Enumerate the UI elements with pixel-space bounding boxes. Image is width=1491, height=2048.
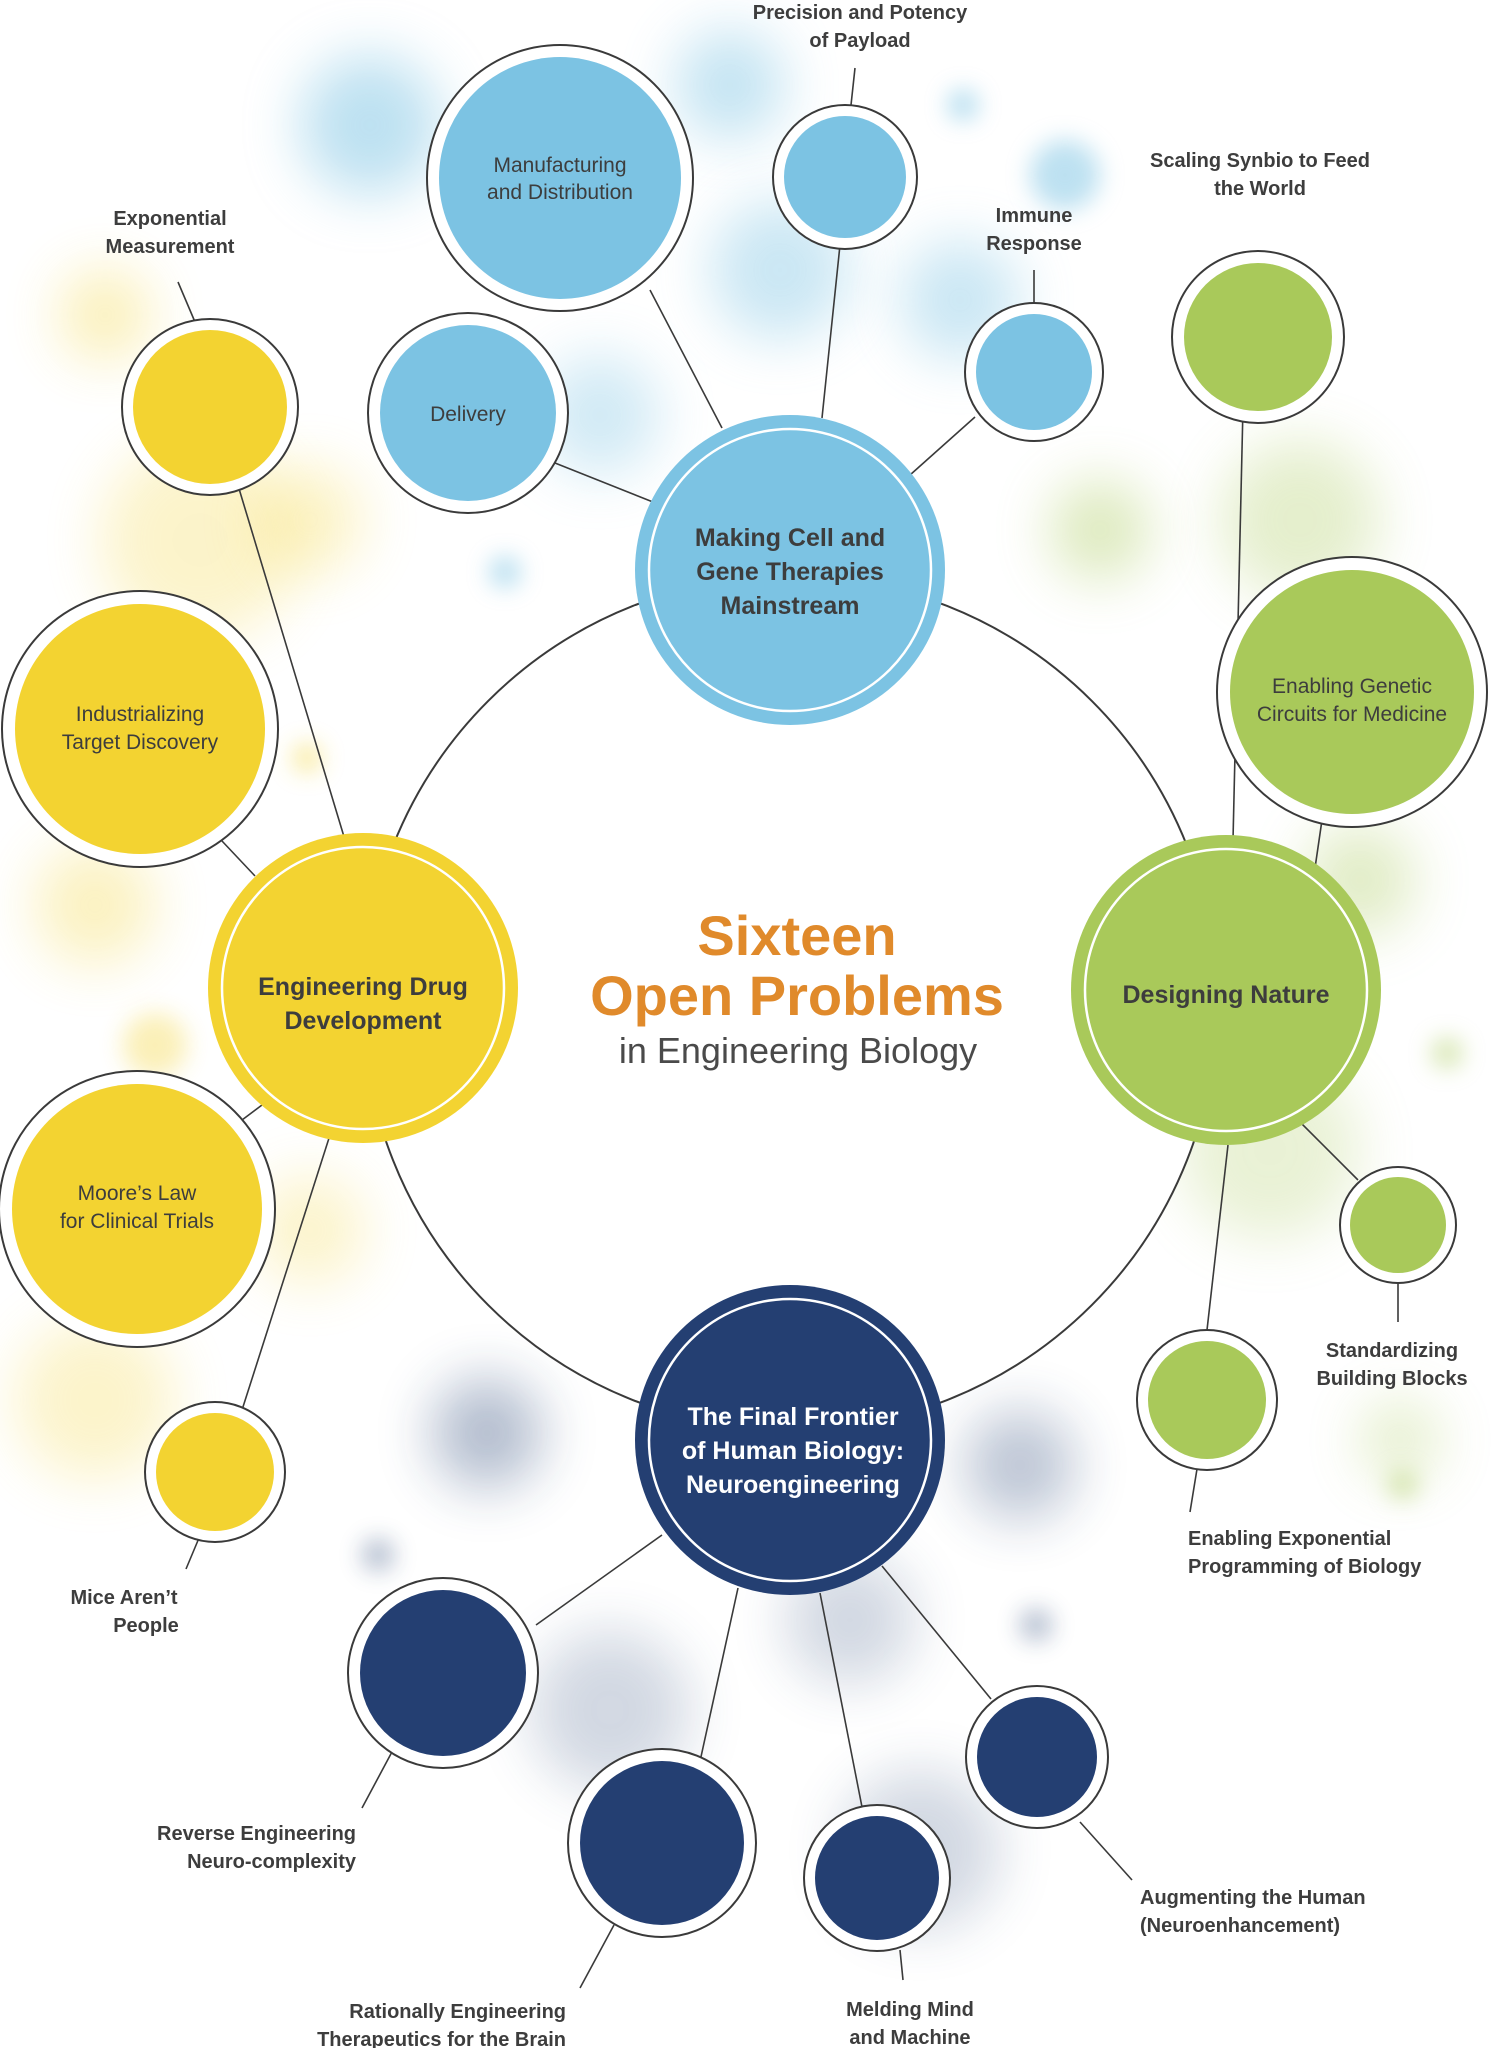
leaf-text: Manufacturing	[493, 154, 626, 177]
leaf-augmenting[interactable]	[965, 1685, 1109, 1829]
leaf-text: Enabling Genetic	[1272, 675, 1432, 698]
leaf-text: Industrializing	[76, 703, 204, 726]
hub-text: Gene Therapies	[696, 558, 884, 586]
leaf-exponential-measurement[interactable]	[121, 318, 299, 496]
leaf-text: Delivery	[430, 403, 506, 426]
label-augmenting: Augmenting the Human(Neuroenhancement)	[1140, 1887, 1366, 1937]
background-blobs	[15, 30, 1462, 1930]
hub-neuro[interactable]: The Final Frontier of Human Biology: Neuro…	[635, 1285, 945, 1595]
hub-text: Mainstream	[721, 592, 860, 620]
leaf-mice[interactable]	[144, 1401, 286, 1543]
title-line3: in Engineering Biology	[619, 1030, 977, 1071]
title-line2: Open Problems	[590, 964, 1004, 1027]
center-title: Sixteen Open Problems in Engineering Bio…	[590, 904, 1004, 1071]
leaf-exponential-programming[interactable]	[1136, 1329, 1278, 1471]
hub-text: Development	[285, 1007, 443, 1035]
title-line1: Sixteen	[697, 904, 896, 967]
leaf-moores-law[interactable]: Moore’s Law for Clinical Trials	[0, 1070, 276, 1348]
leaf-melding[interactable]	[803, 1804, 951, 1952]
leaf-scaling[interactable]	[1171, 250, 1345, 424]
hub-text: of Human Biology:	[682, 1437, 904, 1465]
leaf-immune[interactable]	[964, 302, 1104, 442]
cluster-neuroengineering: The Final Frontier of Human Biology: Neuro…	[347, 1285, 1109, 1952]
hub-nature[interactable]: Designing Nature	[1071, 835, 1381, 1145]
hub-text: Engineering Drug	[258, 973, 468, 1001]
leaf-text: and Distribution	[487, 181, 633, 204]
leaf-reverse-engineering[interactable]	[347, 1577, 539, 1769]
leaf-precision[interactable]	[772, 104, 918, 250]
hub-text: Making Cell and	[695, 524, 885, 552]
hub-text: The Final Frontier	[687, 1403, 898, 1431]
leaf-rationally-engineering[interactable]	[567, 1748, 757, 1938]
leaf-manufacturing[interactable]: Manufacturing and Distribution	[426, 44, 694, 312]
leaf-text: for Clinical Trials	[60, 1210, 214, 1233]
leaf-text: Target Discovery	[62, 731, 219, 754]
leaf-text: Circuits for Medicine	[1257, 703, 1447, 726]
hub-text: Designing Nature	[1123, 981, 1330, 1009]
cluster-cell-gene-therapies: Manufacturing and Distribution Delivery M…	[367, 44, 1104, 725]
leaf-standardizing[interactable]	[1339, 1166, 1457, 1284]
leaf-text: Moore’s Law	[78, 1182, 198, 1205]
leaf-delivery[interactable]: Delivery	[367, 312, 569, 514]
hub-text: Neuroengineering	[686, 1471, 900, 1499]
